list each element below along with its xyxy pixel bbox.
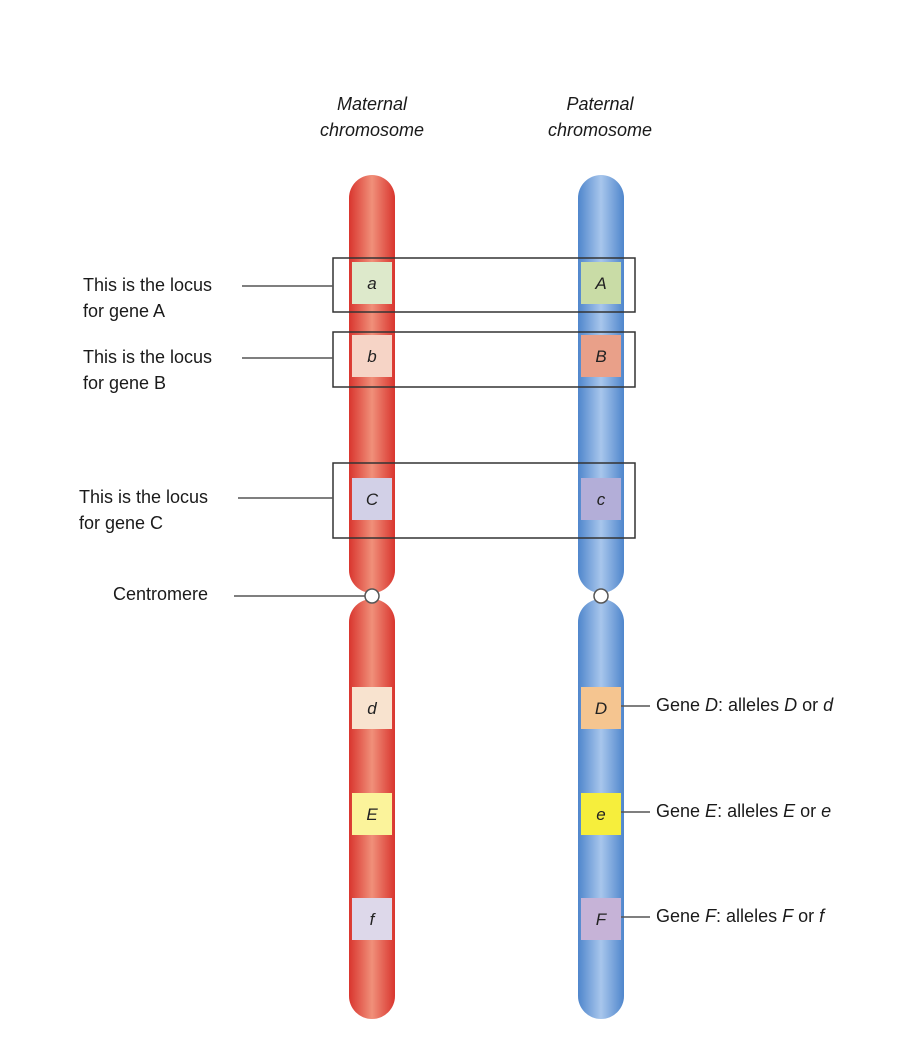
- maternal-band-c: [352, 478, 392, 520]
- paternal-allele-a: A: [594, 274, 606, 293]
- maternal-header-line1: Maternal: [337, 94, 408, 114]
- maternal-chromosome: a b C d E f: [349, 175, 395, 1019]
- maternal-upper-arm: [349, 175, 395, 593]
- locus-box-c: [332, 462, 636, 539]
- paternal-band-d: [581, 687, 621, 729]
- paternal-allele-b: B: [595, 347, 606, 366]
- paternal-allele-c: c: [597, 490, 606, 509]
- maternal-allele-c: C: [366, 490, 379, 509]
- maternal-allele-d: d: [367, 699, 377, 718]
- paternal-chromosome: A B c D e F: [578, 175, 624, 1019]
- maternal-allele-f: f: [370, 910, 377, 929]
- locus-label-a-line1: This is the locus: [83, 275, 212, 295]
- paternal-allele-f: F: [596, 910, 608, 929]
- maternal-header-line2: chromosome: [320, 120, 424, 140]
- paternal-band-e: [581, 793, 621, 835]
- paternal-allele-e: e: [596, 805, 605, 824]
- paternal-band-c: [581, 478, 621, 520]
- maternal-band-e: [352, 793, 392, 835]
- paternal-centromere: [593, 588, 609, 604]
- maternal-band-a: [352, 262, 392, 304]
- locus-box-a: [332, 257, 636, 313]
- paternal-band-a: [581, 262, 621, 304]
- locus-box-b: [332, 331, 636, 388]
- locus-label-a-line2: for gene A: [83, 301, 165, 321]
- paternal-band-b: [581, 335, 621, 377]
- gene-d-label: Gene D: alleles D or d: [656, 695, 834, 715]
- maternal-band-d: [352, 687, 392, 729]
- paternal-upper-arm: [578, 175, 624, 593]
- gene-f-label: Gene F: alleles F or f: [656, 906, 826, 926]
- gene-e-label: Gene E: alleles E or e: [656, 801, 831, 821]
- locus-label-b-line2: for gene B: [83, 373, 166, 393]
- maternal-allele-a: a: [367, 274, 376, 293]
- locus-label-b-line1: This is the locus: [83, 347, 212, 367]
- paternal-band-f: [581, 898, 621, 940]
- maternal-band-f: [352, 898, 392, 940]
- paternal-allele-d: D: [595, 699, 607, 718]
- centromere-label: Centromere: [113, 584, 208, 604]
- locus-label-c-line2: for gene C: [79, 513, 163, 533]
- paternal-header-line2: chromosome: [548, 120, 652, 140]
- maternal-centromere: [364, 588, 380, 604]
- maternal-allele-e: E: [366, 805, 378, 824]
- maternal-allele-b: b: [367, 347, 376, 366]
- paternal-header-line1: Paternal: [566, 94, 634, 114]
- locus-label-c-line1: This is the locus: [79, 487, 208, 507]
- maternal-band-b: [352, 335, 392, 377]
